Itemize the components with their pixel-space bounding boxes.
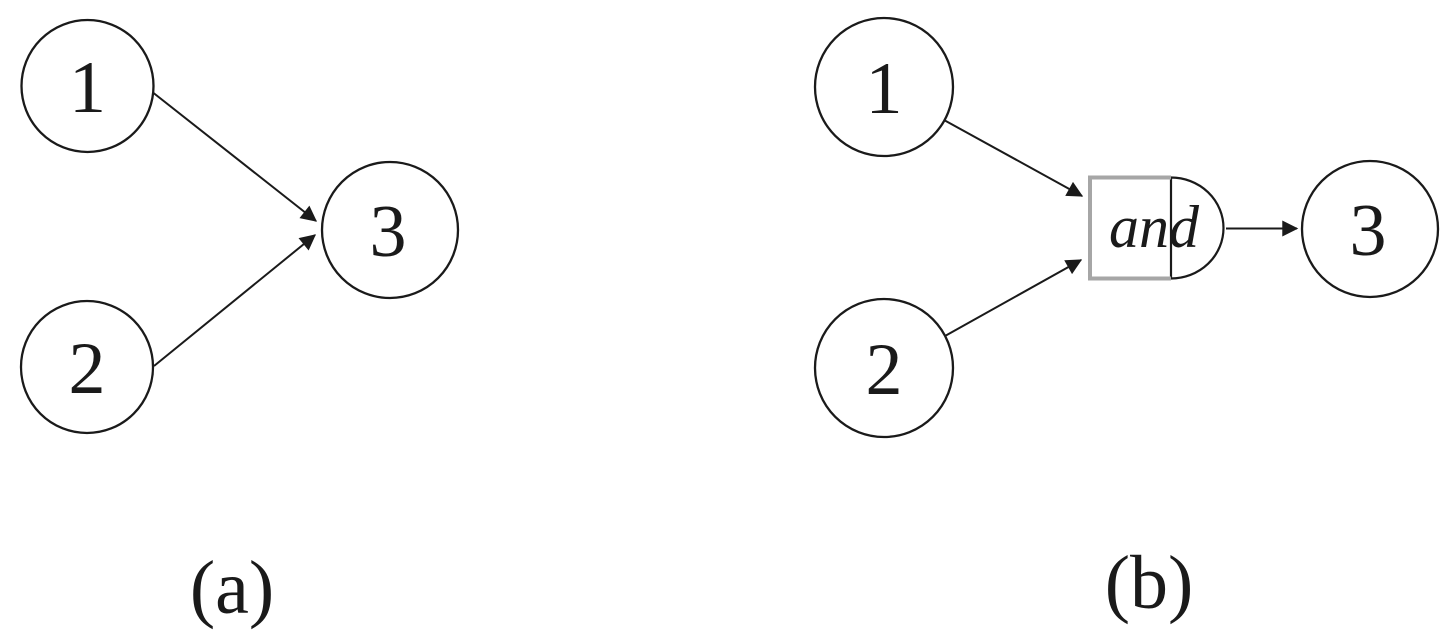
node-a-3-circle [320, 160, 460, 300]
panel-a-caption: (a) [190, 546, 274, 630]
edge-a-2-to-3 [153, 234, 316, 367]
node-a-1-label: 1 [69, 47, 106, 129]
and-gate: and [1088, 175, 1225, 281]
node-a-1-circle [20, 18, 155, 154]
node-a-2-circle [19, 299, 155, 435]
edge-b-2-to-gate [944, 259, 1083, 337]
edge-a-1-to-3 [150, 90, 318, 222]
node-b-1-label: 1 [866, 48, 903, 130]
and-gate-flat-edges [1088, 175, 1171, 281]
node-b-2-label: 2 [866, 329, 903, 411]
node-b-2-circle [813, 297, 955, 439]
panel-b-caption: (b) [1105, 541, 1194, 625]
node-b-3-circle [1300, 159, 1440, 299]
panel-a: 1 2 3 (a) [19, 18, 460, 630]
node-a-2-label: 2 [69, 328, 106, 410]
edge-b-1-to-gate [943, 119, 1084, 197]
and-gate-arc [1169, 176, 1225, 280]
panel-b: and 1 2 3 (b) [813, 16, 1440, 625]
node-b-3-label: 3 [1350, 190, 1387, 272]
and-gate-label: and [1109, 194, 1200, 260]
node-a-3-label: 3 [370, 191, 407, 273]
node-b-1-circle [813, 16, 955, 158]
